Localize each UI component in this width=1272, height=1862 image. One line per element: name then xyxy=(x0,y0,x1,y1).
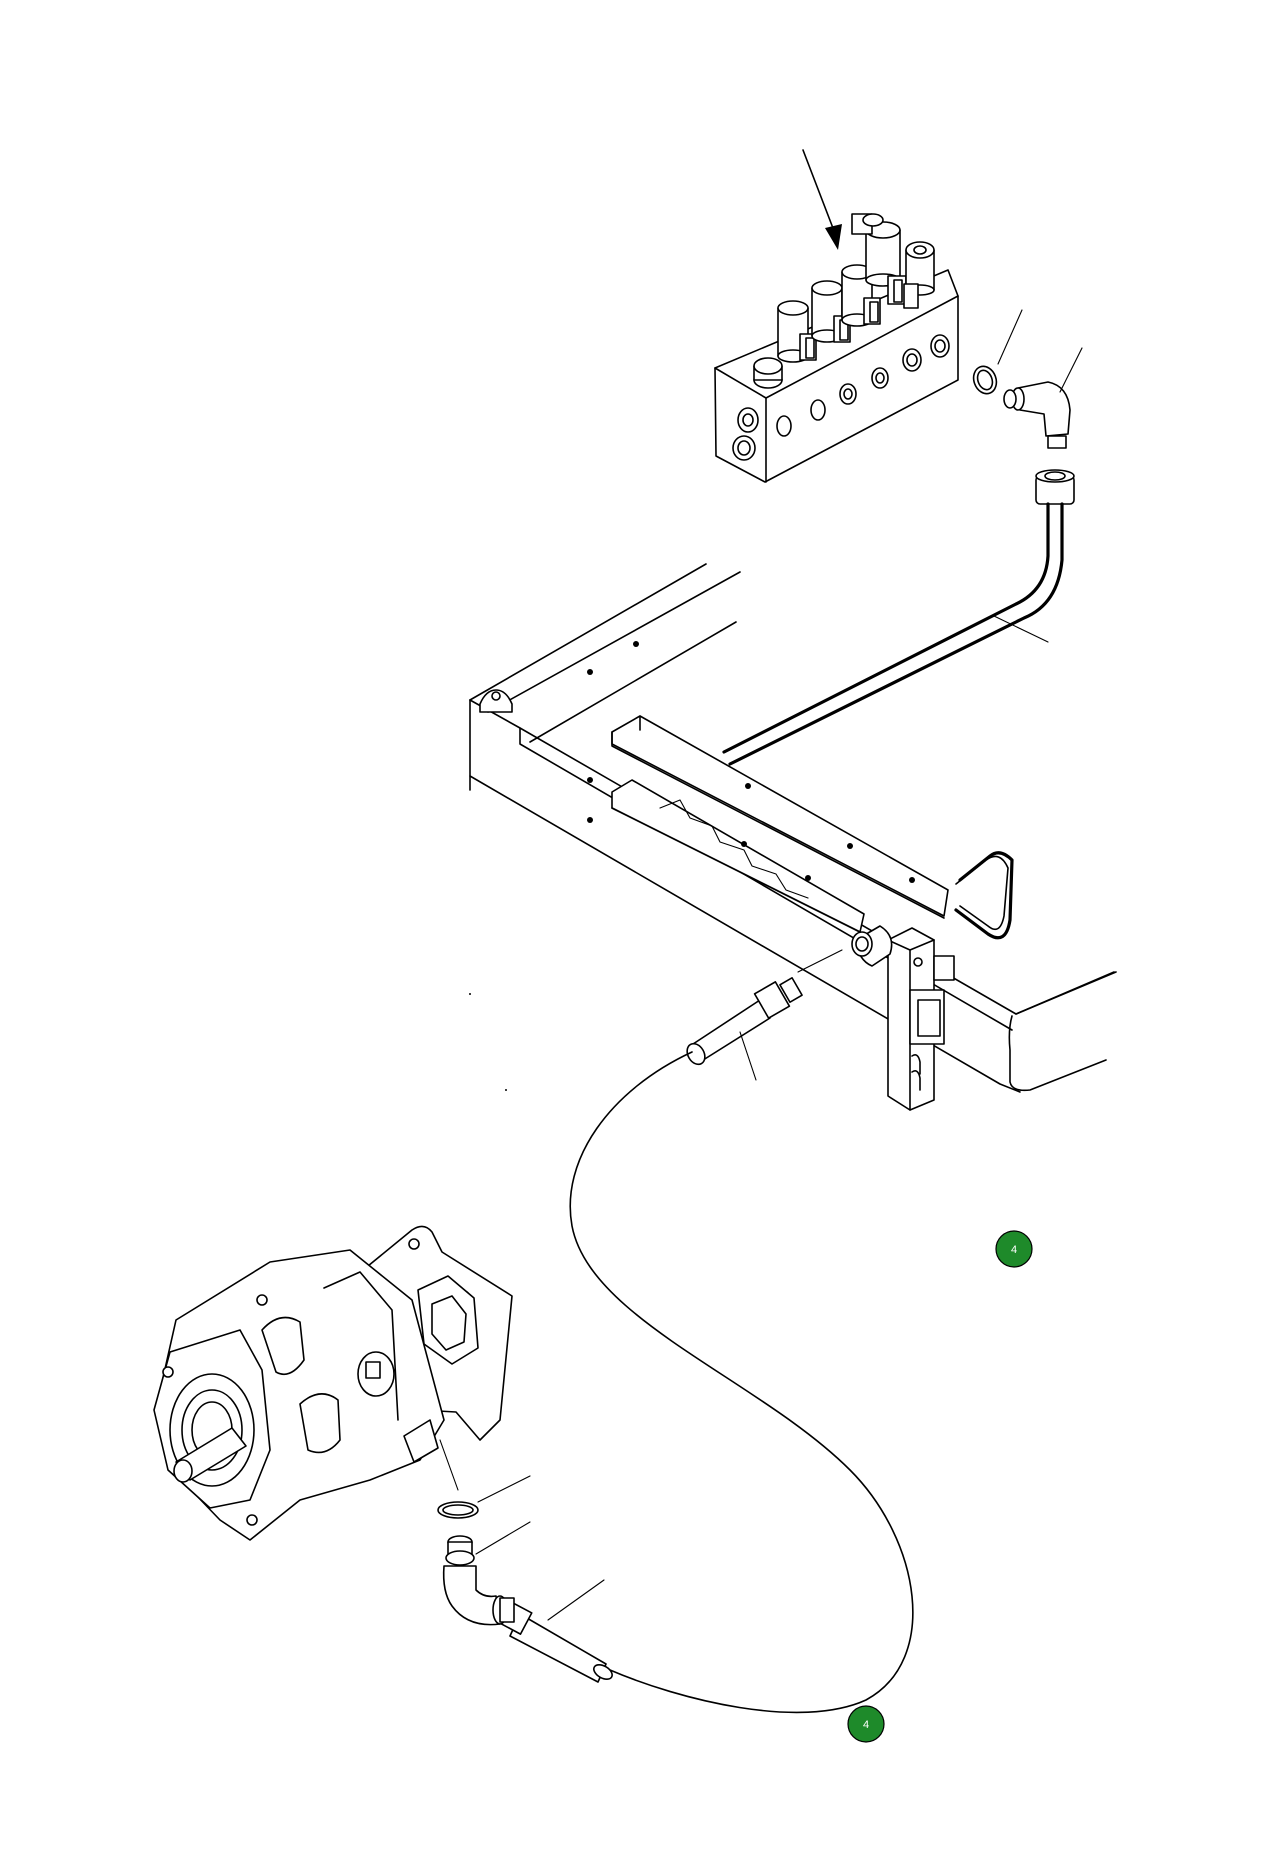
reference-marker-upper[interactable]: 4 xyxy=(995,1230,1033,1268)
leader-lower-hose-end xyxy=(547,1579,605,1621)
machine-frame xyxy=(469,563,1117,1111)
leader-rigid-tube xyxy=(993,615,1049,643)
valve-block-body xyxy=(714,269,959,483)
solenoid-cartridge-4 xyxy=(851,213,907,305)
solenoid-cartridge-1 xyxy=(777,300,817,363)
reference-marker-lower[interactable]: 4 xyxy=(847,1705,885,1743)
reference-marker-lower-label: 4 xyxy=(863,1719,869,1731)
leader-flexible-hose xyxy=(739,1031,757,1081)
pump-oring xyxy=(437,1439,531,1519)
rigid-hydraulic-tube xyxy=(722,469,1075,766)
valve-block-assembly xyxy=(714,149,959,483)
leader-valve-oring xyxy=(997,309,1023,365)
leader-pump-oring xyxy=(477,1475,531,1503)
solenoid-cartridge-5 xyxy=(903,241,935,309)
flexible-hose xyxy=(491,977,914,1714)
solenoid-cartridge-2 xyxy=(811,280,851,343)
leader-valve-elbow xyxy=(1059,347,1083,393)
valve-pointer-arrowhead xyxy=(825,224,842,250)
reference-marker-upper-label: 4 xyxy=(1011,1244,1017,1256)
leader-pump-elbow xyxy=(475,1521,531,1555)
valve-elbow-fitting xyxy=(1003,347,1083,449)
valve-oring xyxy=(972,309,1023,395)
valve-pointer-arrow-shaft xyxy=(802,149,837,237)
bulkhead-nut xyxy=(851,925,893,967)
hydraulic-pump xyxy=(153,1225,513,1541)
pump-elbow-fitting xyxy=(442,1521,531,1626)
